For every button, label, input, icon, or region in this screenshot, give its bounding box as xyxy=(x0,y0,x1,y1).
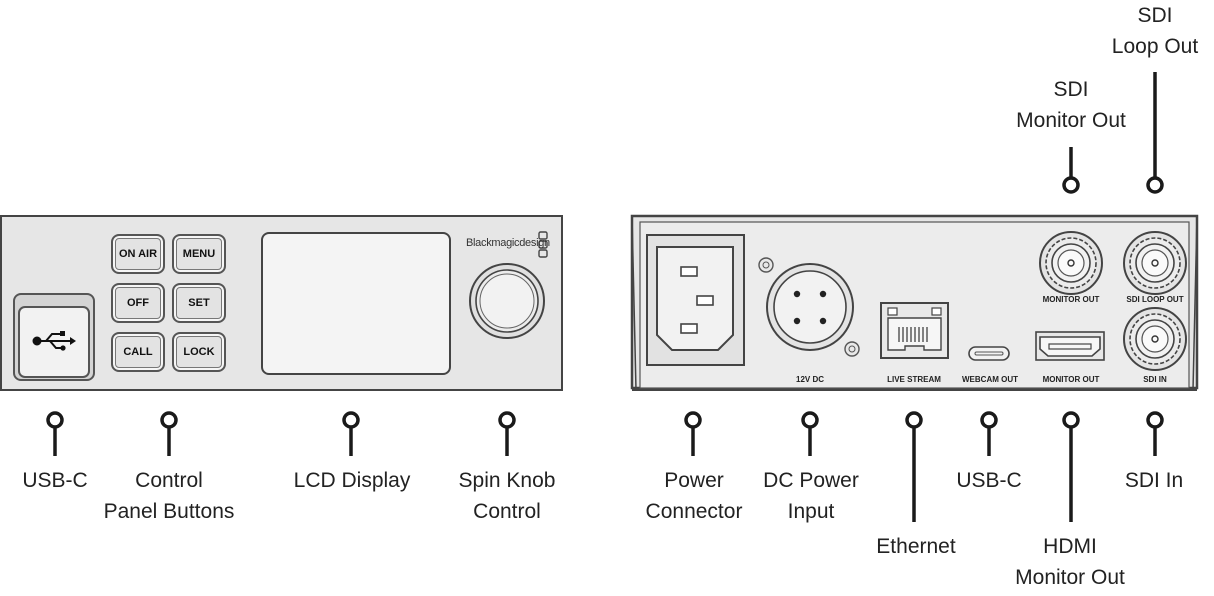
caption-hdmi-monitor-out: MONITOR OUT xyxy=(1042,375,1100,384)
sdi-in-bnc xyxy=(1123,307,1187,371)
usb-icon xyxy=(32,331,76,351)
callout-line-hdmi xyxy=(1062,411,1080,522)
caption-sdi-loop-out: SDI LOOP OUT xyxy=(1126,295,1184,304)
menu-button[interactable]: MENU xyxy=(172,234,226,274)
lcd-display-screen xyxy=(261,232,451,375)
front-usb-c-port xyxy=(13,293,95,381)
spin-knob xyxy=(469,263,545,339)
callout-line-sdi-loop-out xyxy=(1146,72,1164,194)
caption-live-stream: LIVE STREAM xyxy=(887,375,941,384)
label-sdi-monitor-out: SDI Monitor Out xyxy=(1016,78,1126,132)
label-usb-c-front: USB-C xyxy=(22,469,88,492)
set-button[interactable]: SET xyxy=(172,283,226,323)
brand-wordmark: Blackmagicdesign xyxy=(466,237,550,249)
callout-line-sdi-in xyxy=(1146,411,1164,456)
callout-line-dc-power xyxy=(801,411,819,456)
callout-line-control-buttons xyxy=(160,411,178,456)
label-dc-power-input: DC Power Input xyxy=(763,469,859,523)
callout-line-usb-c-front xyxy=(46,411,64,456)
label-usb-c-rear: USB-C xyxy=(956,469,1022,492)
on-air-button[interactable]: ON AIR xyxy=(111,234,165,274)
callout-line-lcd-display xyxy=(342,411,360,456)
label-spin-knob: Spin Knob Control xyxy=(458,469,556,523)
label-ethernet: Ethernet xyxy=(876,535,956,558)
label-hdmi-monitor-out: HDMI Monitor Out xyxy=(1015,535,1125,589)
callout-line-spin-knob xyxy=(498,411,516,456)
caption-sdi-in: SDI IN xyxy=(1143,375,1167,384)
off-button[interactable]: OFF xyxy=(111,283,165,323)
callout-line-sdi-monitor-out xyxy=(1062,147,1080,194)
rear-usb-c-port xyxy=(968,346,1010,361)
call-button[interactable]: CALL xyxy=(111,332,165,372)
callout-line-usb-c-rear xyxy=(980,411,998,456)
caption-webcam-out: WEBCAM OUT xyxy=(962,375,1018,384)
callout-line-ethernet xyxy=(905,411,923,522)
lock-button[interactable]: LOCK xyxy=(172,332,226,372)
label-sdi-loop-out: SDI Loop Out xyxy=(1111,4,1199,58)
label-lcd-display: LCD Display xyxy=(293,469,411,492)
power-connector xyxy=(646,234,745,366)
caption-sdi-monitor-out: MONITOR OUT xyxy=(1042,295,1100,304)
caption-12v-dc: 12V DC xyxy=(795,375,825,384)
hdmi-port xyxy=(1035,331,1105,361)
label-sdi-in: SDI In xyxy=(1124,469,1184,492)
sdi-monitor-out-bnc xyxy=(1039,231,1103,295)
front-panel xyxy=(0,215,563,391)
label-power-connector: Power Connector xyxy=(645,469,743,523)
callout-line-power-connector xyxy=(684,411,702,456)
label-control-panel-buttons: Control Panel Buttons xyxy=(103,469,235,523)
ethernet-port xyxy=(880,302,949,359)
sdi-loop-out-bnc xyxy=(1123,231,1187,295)
dc-xlr-connector xyxy=(758,257,860,357)
brand-logo-squares xyxy=(538,231,548,258)
